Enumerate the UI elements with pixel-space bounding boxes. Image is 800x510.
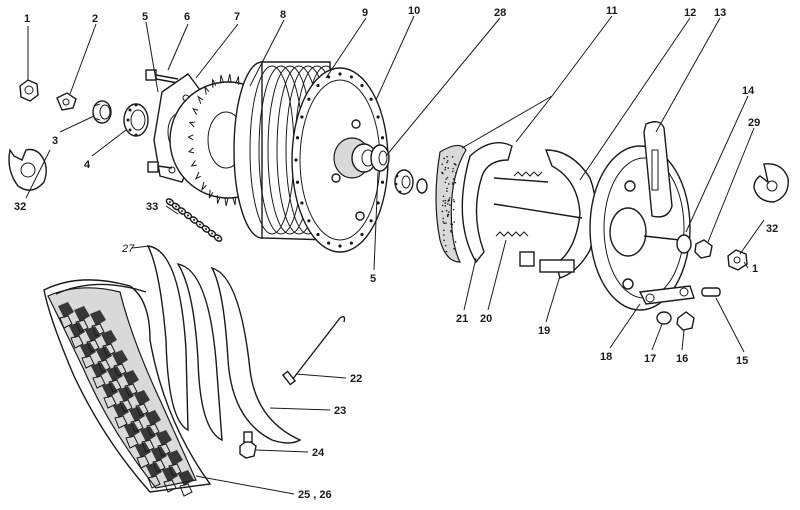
part-2-washer	[56, 92, 77, 111]
part-axle-washer	[416, 178, 428, 194]
part-15-pin	[701, 287, 721, 297]
part-27-rim-strip	[146, 245, 223, 442]
callout-11: 11	[606, 5, 618, 17]
part-33-chain	[165, 198, 223, 242]
callout-12: 12	[684, 7, 696, 19]
part-17-washer	[656, 311, 672, 325]
callout-32: 32	[14, 201, 26, 213]
callout-29: 29	[748, 117, 760, 129]
callout-16: 16	[676, 353, 688, 365]
callout-33: 33	[146, 201, 158, 213]
callout-17: 17	[644, 353, 656, 365]
part-9-hub-shell	[233, 61, 389, 253]
part-25-26-tyre	[43, 279, 212, 497]
callout-4: 4	[84, 159, 91, 171]
part-18-brake-arm	[638, 285, 695, 305]
part-5-bearing-right	[394, 169, 414, 195]
part-16-nut	[676, 311, 695, 331]
callout-24: 24	[312, 447, 325, 459]
part-11-brake-lining	[435, 144, 467, 263]
callout-27: 27	[121, 243, 135, 255]
callout-20: 20	[480, 313, 492, 325]
part-13-brake-plate	[589, 121, 691, 311]
part-14-spacer	[643, 234, 692, 254]
callout-9: 9	[362, 7, 368, 19]
part-10-axle	[370, 144, 390, 172]
callout-18: 18	[600, 351, 612, 363]
callout-15: 15	[736, 355, 748, 367]
callout-25-26: 25 , 26	[298, 489, 332, 501]
part-22-rod	[281, 315, 346, 386]
part-5-bolt-left	[147, 161, 173, 173]
callout-2: 2	[92, 13, 98, 25]
callout-21: 21	[456, 313, 468, 325]
part-1-nut	[19, 79, 39, 102]
part-4-bearing	[123, 103, 149, 137]
callout-13: 13	[714, 7, 726, 19]
callout-7: 7	[234, 11, 240, 23]
callout-1: 1	[24, 13, 30, 25]
callout-14: 14	[742, 85, 755, 97]
part-32-left-cam	[8, 148, 47, 191]
callout-labels: 1 2 5 6 7 8 9 10 28 11 12 13 14 29 3 4 3…	[14, 5, 778, 501]
callout-10: 10	[408, 5, 420, 17]
callout-8: 8	[280, 9, 286, 21]
part-1-right-nut	[727, 249, 748, 271]
callout-23: 23	[334, 405, 346, 417]
part-23-tube	[210, 266, 302, 444]
part-3-cone	[92, 100, 112, 124]
callout-6: 6	[184, 11, 190, 23]
part-24-bolt	[239, 431, 257, 459]
part-6-bolt	[145, 69, 179, 84]
callout-1-right: 1	[752, 263, 758, 275]
callout-22: 22	[350, 373, 362, 385]
callout-5: 5	[142, 11, 148, 23]
part-32-right-cam	[753, 163, 789, 203]
callout-19: 19	[538, 325, 550, 337]
part-29-nut	[694, 239, 713, 259]
callout-28: 28	[494, 7, 506, 19]
callout-3: 3	[52, 135, 58, 147]
leader-lines	[25, 15, 765, 495]
callout-32-right: 32	[766, 223, 778, 235]
callout-5-lower: 5	[370, 273, 376, 285]
part-brake-shoes	[461, 142, 597, 279]
